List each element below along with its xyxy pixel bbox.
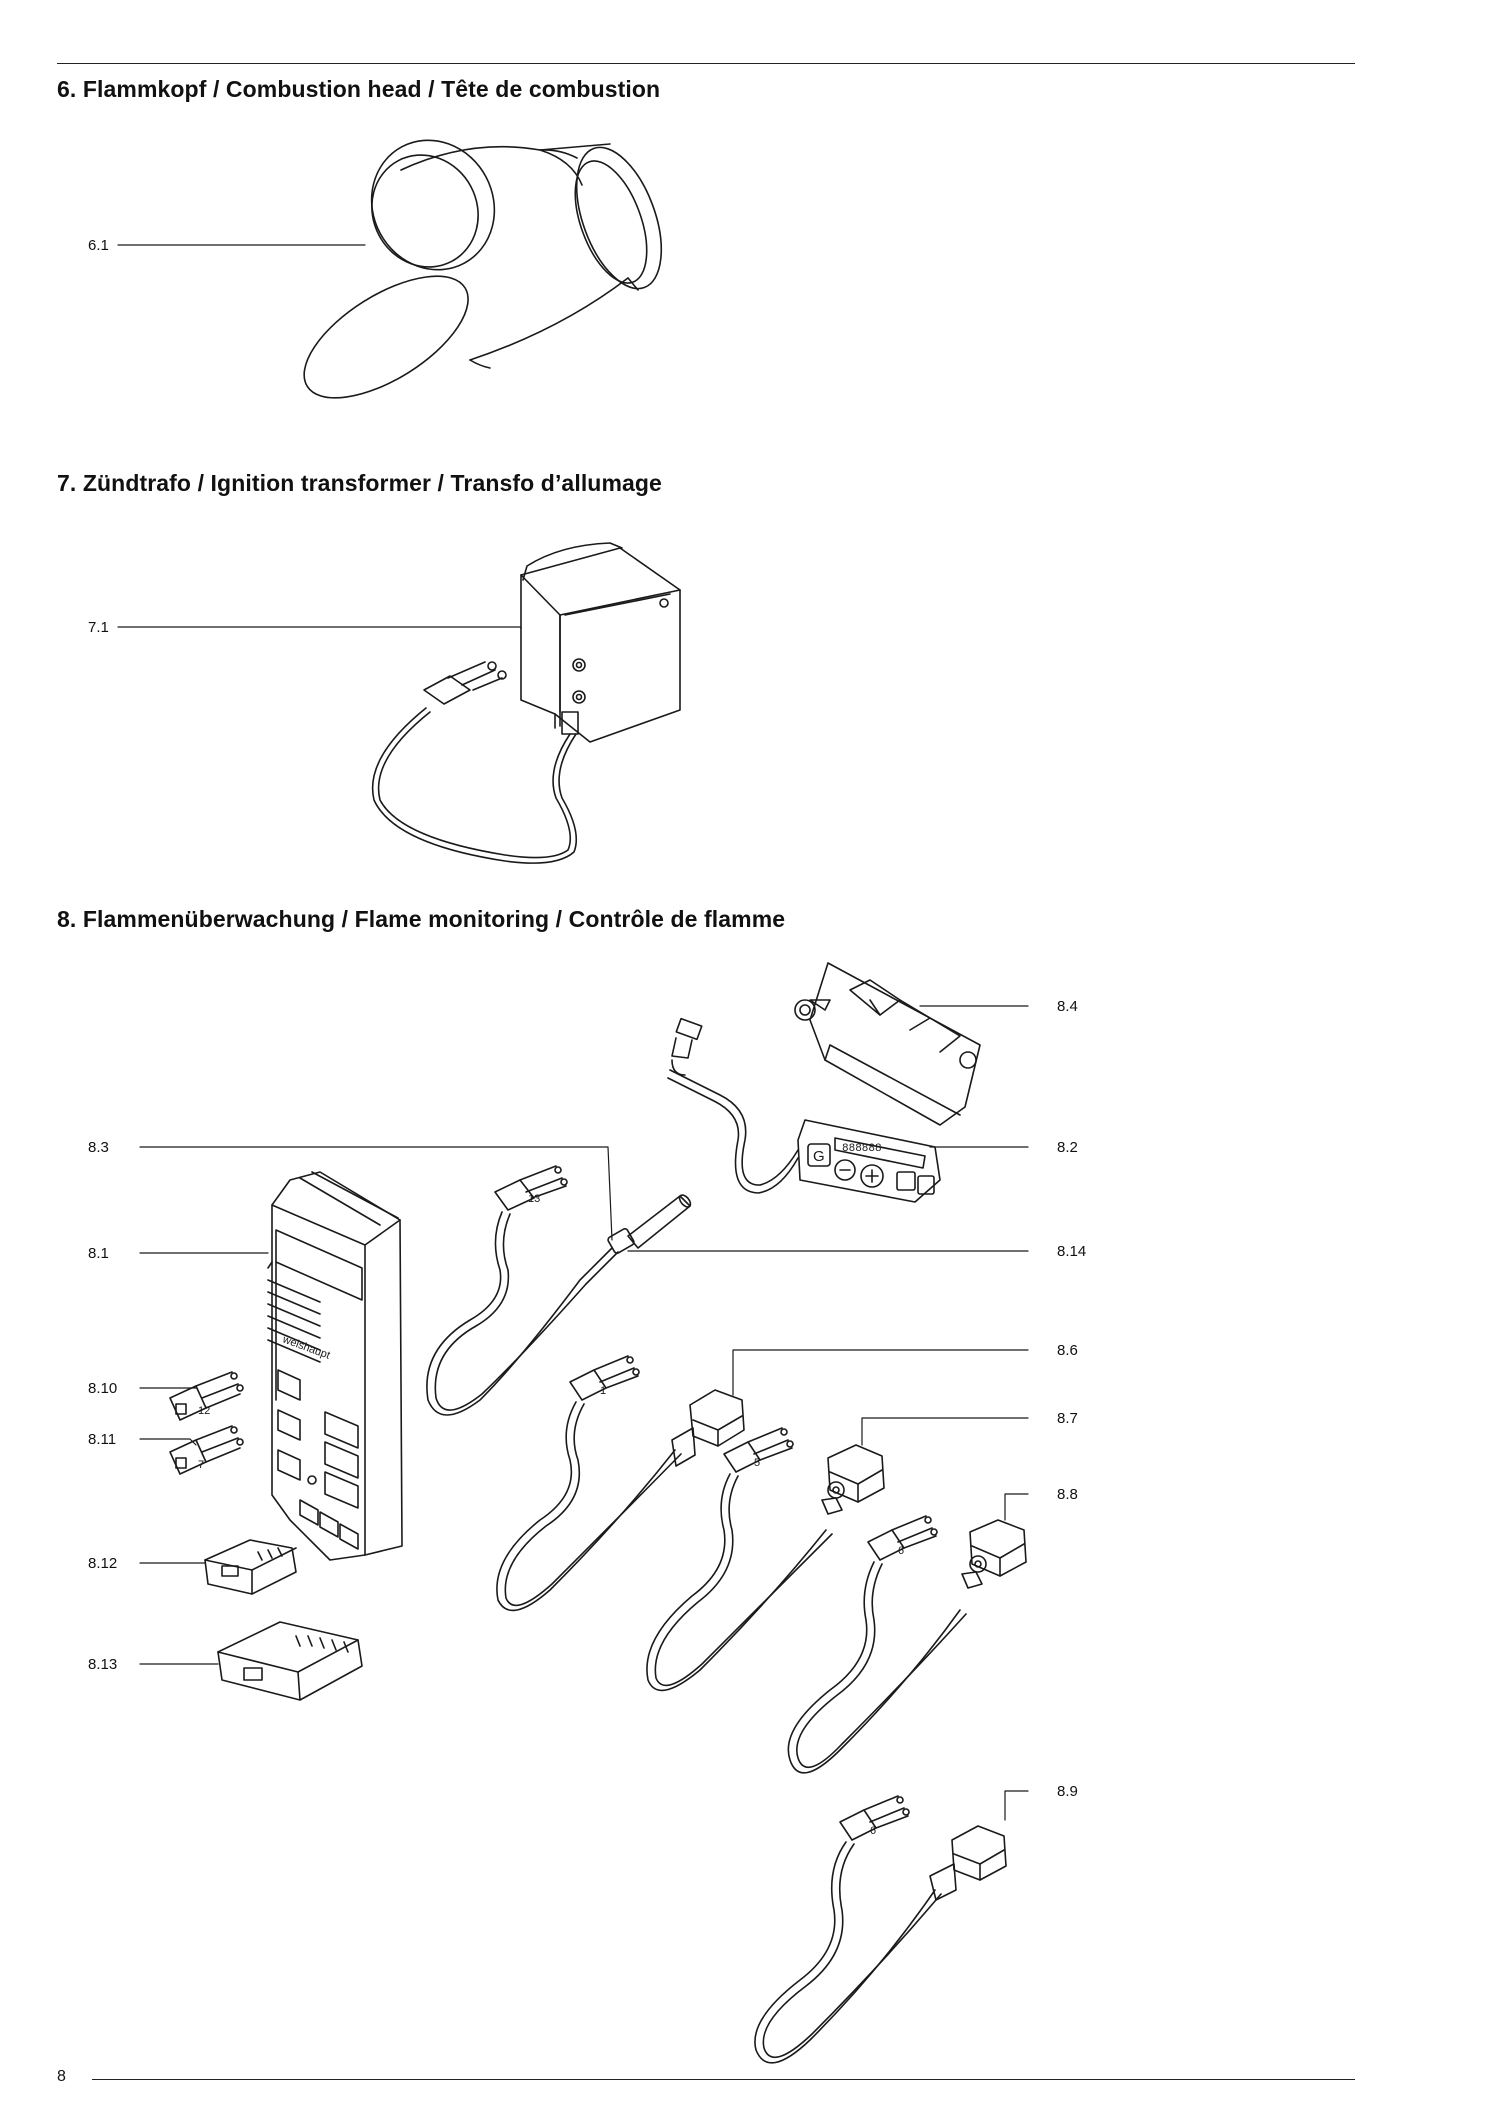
plug-number-8-8: 6 (898, 1545, 904, 1557)
callout-8-1: 8.1 (88, 1245, 109, 1262)
plug-number-8-9: 6 (870, 1825, 876, 1837)
control-unit-drawing: weishaupt (268, 1172, 402, 1560)
section-heading-ignition-transformer: 7. Zündtrafo / Ignition transformer / Tr… (57, 470, 662, 496)
bottom-rule (92, 2079, 1355, 2080)
callout-8-8: 8.8 (1057, 1486, 1078, 1503)
leader-lines (118, 245, 1028, 1820)
callout-8-4: 8.4 (1057, 998, 1078, 1015)
callout-8-9: 8.9 (1057, 1783, 1078, 1800)
cable-8-7-drawing: 5 (647, 1428, 884, 1690)
callout-8-10: 8.10 (88, 1380, 118, 1397)
plug-number-8-3: 13 (528, 1193, 540, 1205)
callout-8-13: 8.13 (88, 1656, 118, 1673)
cable-8-8-drawing: 6 (788, 1516, 1026, 1773)
cable-8-9-drawing: 6 (755, 1796, 1006, 2063)
plug-number-8-10: 12 (198, 1405, 210, 1417)
section-heading-flame-monitoring: 8. Flammenüberwachung / Flame monitoring… (57, 906, 786, 932)
mounting-bracket-drawing (795, 963, 980, 1125)
callout-8-3: 8.3 (88, 1139, 109, 1156)
callout-8-2: 8.2 (1057, 1139, 1078, 1156)
ignition-transformer-drawing (373, 543, 680, 863)
display-unit-drawing: 888888 G (668, 1019, 940, 1202)
callout-6-1: 6.1 (88, 237, 109, 254)
plug-number-8-7: 5 (754, 1457, 760, 1469)
callout-7-1: 7.1 (88, 619, 109, 636)
display-digits: 888888 (842, 1143, 882, 1155)
callout-8-12: 8.12 (88, 1555, 118, 1572)
connector-8-12-drawing (205, 1540, 296, 1594)
callout-8-11: 8.11 (88, 1431, 117, 1448)
section-heading-combustion-head: 6. Flammkopf / Combustion head / Tête de… (57, 76, 661, 102)
callout-8-14: 8.14 (1057, 1243, 1087, 1260)
combustion-head-tube-drawing (285, 119, 678, 422)
callout-8-7: 8.7 (1057, 1410, 1078, 1427)
callout-8-6: 8.6 (1057, 1342, 1078, 1359)
connector-8-13-drawing (218, 1622, 362, 1700)
top-rule (57, 63, 1355, 64)
sensor-cable-8-3-drawing: 13 (427, 1166, 693, 1415)
plug-number-8-6: 1 (600, 1385, 606, 1397)
display-button-g: G (813, 1148, 825, 1165)
brand-mark: weishaupt (280, 1333, 332, 1362)
connector-8-11-drawing: 7 (170, 1426, 243, 1474)
page-number: 8 (57, 2068, 66, 2085)
plug-number-8-11: 7 (198, 1459, 204, 1471)
cable-8-6-drawing: 1 (497, 1356, 744, 1610)
connector-8-10-drawing: 12 (170, 1372, 243, 1420)
